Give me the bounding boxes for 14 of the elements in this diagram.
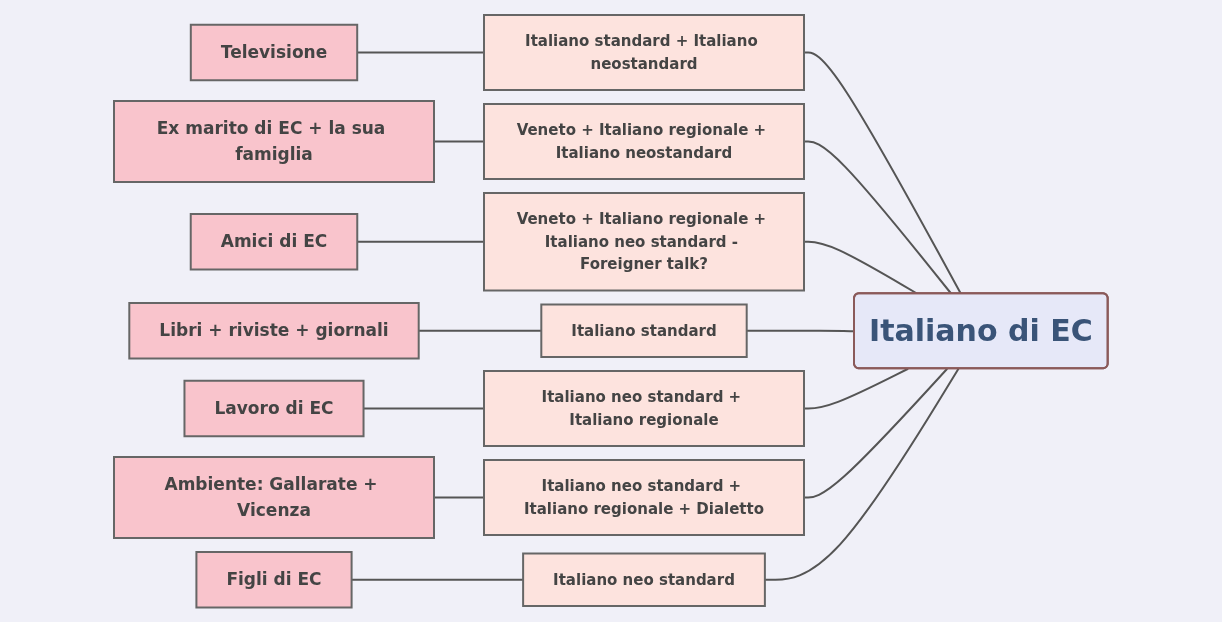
node-box: Ambiente: Gallarate + Vicenza	[113, 455, 436, 539]
node-box: Italiano standard + Italiano neostandard	[483, 13, 806, 91]
node-box: Amici di EC	[189, 212, 359, 271]
node-box: Italiano neo standard	[522, 552, 767, 607]
node-box: Veneto + Italiano regionale + Italiano neo standard - Foreigner talk?	[483, 191, 806, 292]
node-box: Veneto + Italiano regionale + Italiano neostandard	[483, 102, 806, 180]
node-box: Italiano neo standard + Italiano regionale + Dialetto	[483, 458, 806, 536]
node-box: Libri + riviste + giornali	[128, 301, 420, 360]
node-box: Televisione	[189, 23, 359, 81]
node-box: Lavoro di EC	[183, 379, 365, 437]
node-box: Ex marito di EC + la sua famiglia	[113, 99, 436, 183]
node-box: Italiano standard	[540, 303, 748, 358]
node-box: Figli di EC	[195, 550, 353, 609]
node-box: Italiano neo standard + Italiano regionale	[483, 369, 806, 447]
